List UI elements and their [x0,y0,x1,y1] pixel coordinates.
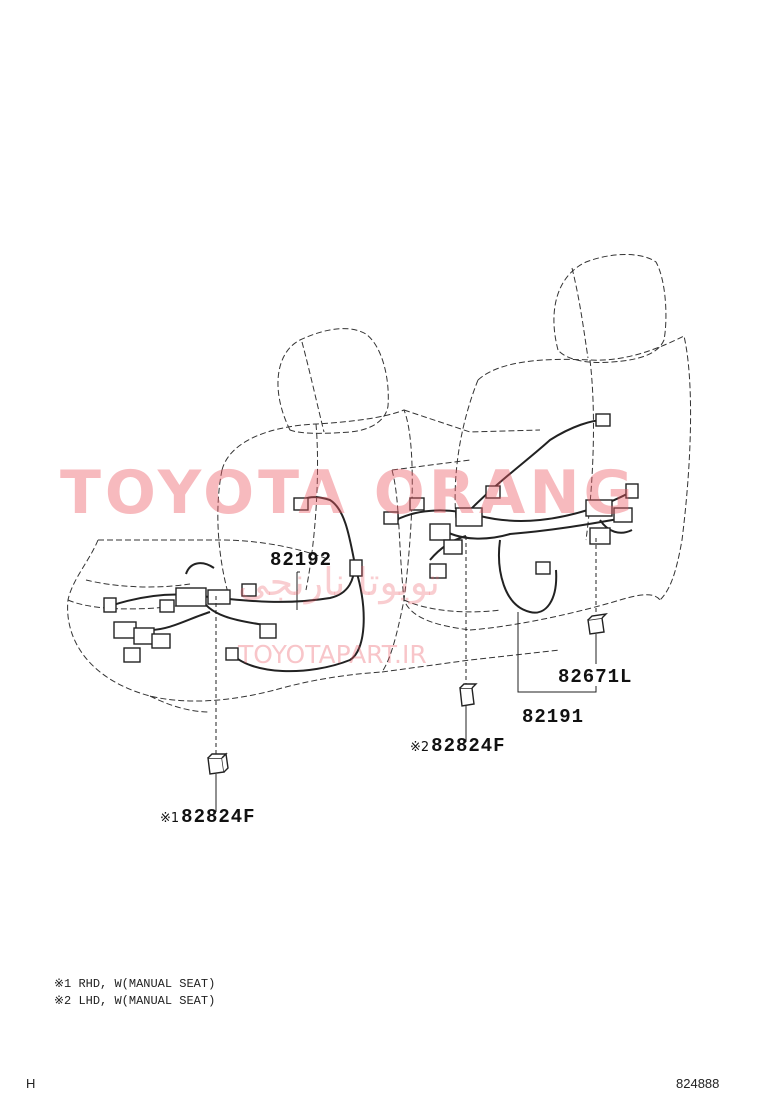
part-82671l-icon [587,617,605,635]
part-82824f-right-icon [459,687,475,707]
illustration-number: 824888 [676,1076,720,1091]
right-cushion [391,469,471,631]
right-connectors [383,413,639,579]
note-mark-1: ※1 [160,811,180,826]
loose-parts [207,613,608,775]
left-connectors [103,497,363,663]
left-harness [109,496,365,673]
watermark-brand: TOYOTA ORANG [60,458,637,528]
seat-outlines [67,254,692,713]
watermark-url: TOYOTAPART.IR [238,640,427,669]
leader-lines [215,536,597,812]
left-cushion [67,539,383,702]
part-label-82191: 82191 [522,706,585,728]
footnotes: ※1 RHD, W(MANUAL SEAT) ※2 LHD, W(MANUAL … [54,976,215,1010]
part-label-82671l: 82671L [558,666,633,688]
part-code-82824f-rhd: 82824F [181,806,256,828]
footnote-2: ※2 LHD, W(MANUAL SEAT) [54,994,216,1008]
footer-left: H [26,1076,36,1091]
left-headrest [277,328,389,434]
right-headrest [553,254,667,363]
part-label-82192: 82192 [270,549,333,571]
left-seatback [221,409,413,673]
right-seatback [477,335,692,601]
note-mark-2: ※2 [410,740,430,755]
part-code-82824f-lhd: 82824F [431,735,506,757]
watermark-persian: تویوتا نارنجی [238,560,440,604]
part-82824f-left-icon [207,757,225,775]
footnote-1: ※1 RHD, W(MANUAL SEAT) [54,977,216,991]
